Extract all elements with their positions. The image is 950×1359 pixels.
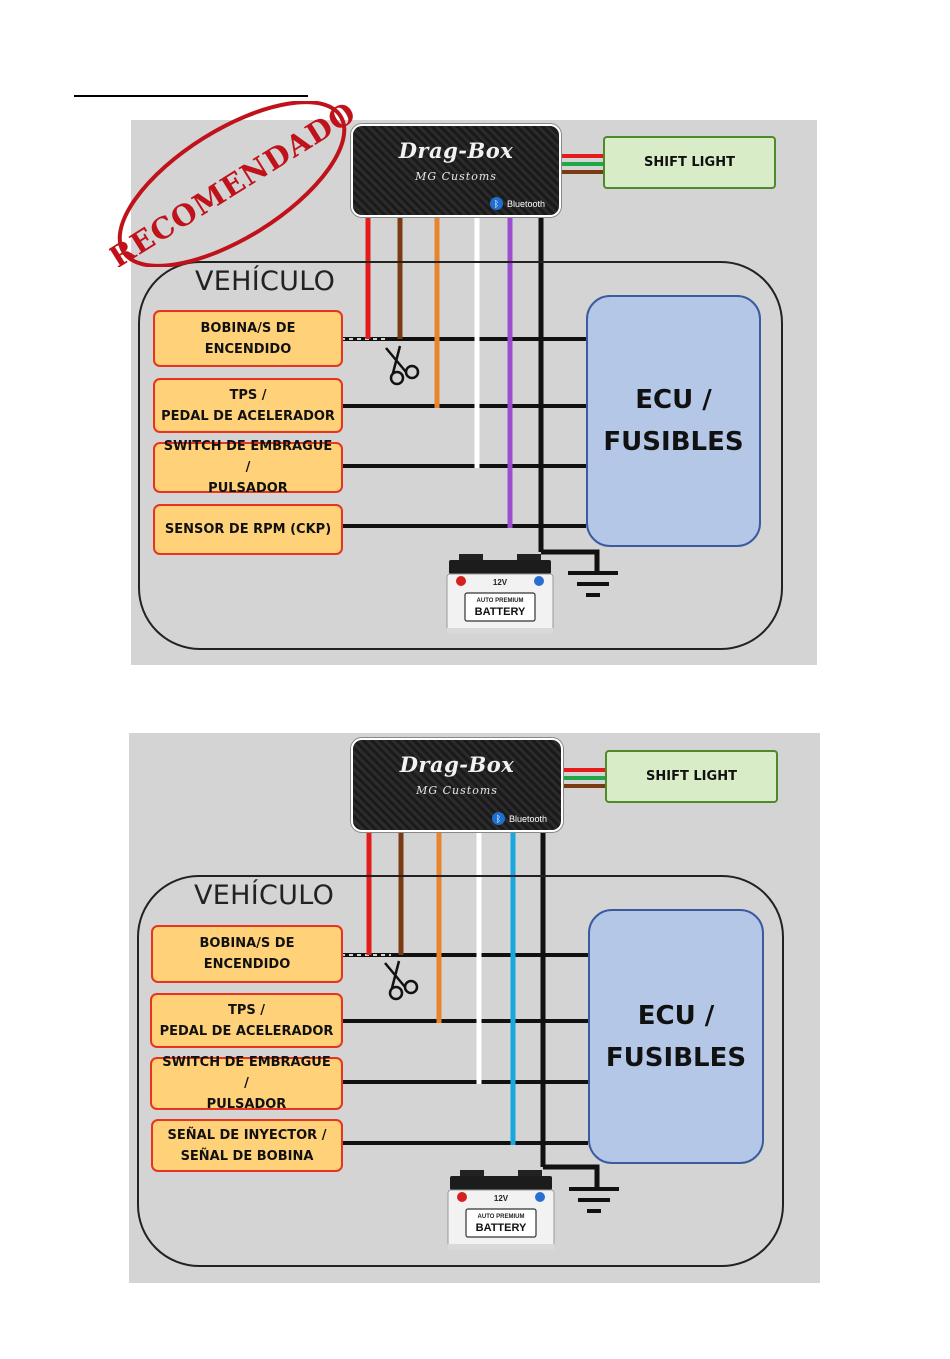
bluetooth-icon: ᛒ	[491, 812, 505, 825]
input-box-rpm: SENSOR DE RPM (CKP)	[153, 504, 343, 555]
input-box-clutch: SWITCH DE EMBRAGUE / PULSADOR	[150, 1055, 343, 1112]
input-box-coil: BOBINA/S DE ENCENDIDO	[151, 925, 343, 983]
input-box-signal: SEÑAL DE INYECTOR / SEÑAL DE BOBINA	[151, 1119, 343, 1172]
vehicle-outline	[138, 261, 783, 650]
vehicle-label: VEHÍCULO	[195, 266, 336, 297]
vehicle-outline	[137, 875, 784, 1267]
input-box-tps: TPS / PEDAL DE ACELERADOR	[150, 993, 343, 1048]
shift-light-box: SHIFT LIGHT	[605, 750, 778, 803]
battery-icon: 12V AUTO PREMIUM BATTERY	[447, 1170, 555, 1250]
input-box-clutch: SWITCH DE EMBRAGUE / PULSADOR	[153, 439, 343, 496]
recomendado-stamp: RECOMENDADO	[109, 101, 355, 267]
battery-icon: 12V AUTO PREMIUM BATTERY	[446, 554, 554, 634]
device-subtitle: MG Customs	[415, 170, 497, 183]
battery-label: BATTERY	[476, 1222, 527, 1234]
bluetooth-icon: ᛒ	[489, 197, 503, 210]
input-box-coil: BOBINA/S DE ENCENDIDO	[153, 310, 343, 367]
vehicle-label: VEHÍCULO	[194, 880, 335, 911]
ecu-box: ECU / FUSIBLES	[586, 295, 761, 547]
battery-brand: AUTO PREMIUM	[478, 1214, 525, 1220]
scissors-icon	[385, 345, 420, 386]
bluetooth-label: Bluetooth	[508, 813, 547, 824]
device-title: Drag-Box	[399, 752, 515, 777]
bluetooth-label: Bluetooth	[506, 198, 545, 209]
device-title: Drag-Box	[398, 138, 514, 163]
device-subtitle: MG Customs	[416, 784, 498, 797]
wires-layer	[341, 154, 618, 597]
input-box-tps: TPS / PEDAL DE ACELERADOR	[153, 378, 343, 433]
wires-layer	[341, 768, 619, 1213]
ecu-box: ECU / FUSIBLES	[588, 909, 764, 1164]
wiring-panel-recommended: VEHÍCULO BOBINA/S DE ENCENDIDO TPS / PED…	[109, 101, 817, 665]
battery-brand: AUTO PREMIUM	[477, 598, 524, 604]
scissors-icon	[384, 960, 419, 1001]
battery-voltage: 12V	[493, 578, 508, 587]
shift-light-box: SHIFT LIGHT	[603, 136, 776, 189]
top-rule	[74, 95, 308, 97]
battery-voltage: 12V	[494, 1194, 509, 1203]
battery-label: BATTERY	[475, 606, 526, 618]
wiring-panel-alternative: VEHÍCULO BOBINA/S DE ENCENDIDO TPS / PED…	[129, 733, 820, 1283]
